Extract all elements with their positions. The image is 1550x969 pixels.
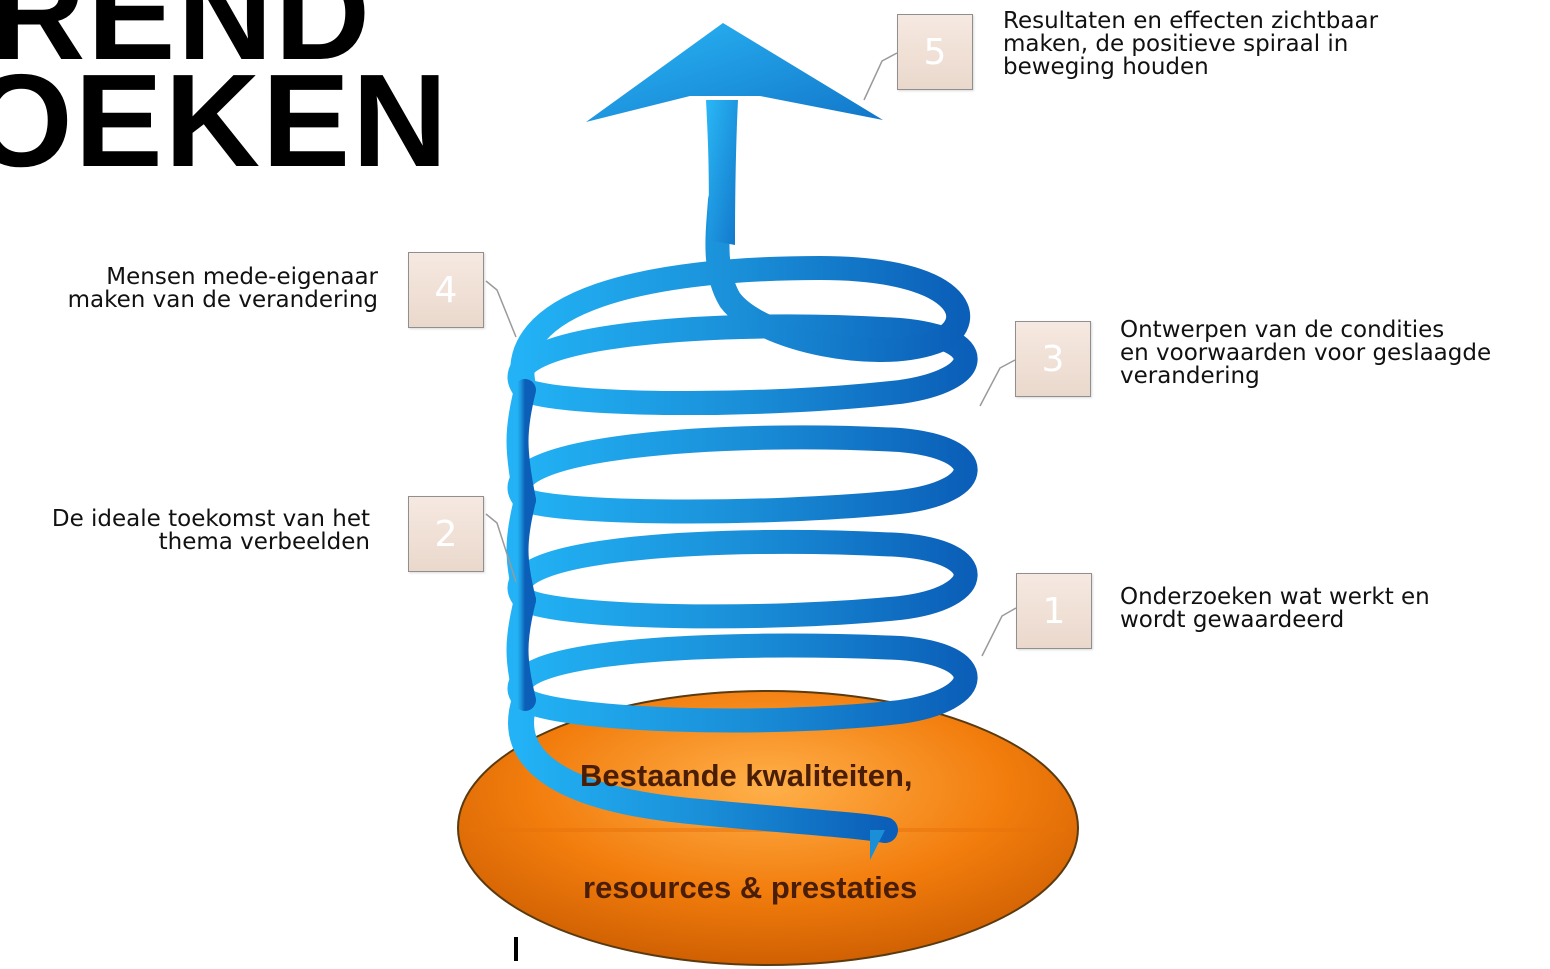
step-3-box: 3 <box>1015 321 1091 397</box>
step-2-text: De ideale toekomst van het thema verbeel… <box>51 506 370 555</box>
spiral-arrow-head <box>586 23 883 245</box>
step-1-box: 1 <box>1016 573 1092 649</box>
step-2-number: 2 <box>434 513 458 555</box>
base-label-line2: resources & prestaties <box>583 870 918 905</box>
step-5-text: Resultaten en effecten zichtbaar maken, … <box>1003 8 1379 80</box>
step-2-box: 2 <box>408 496 484 572</box>
page-title-line1: REND <box>0 0 373 87</box>
step-4-number: 4 <box>434 269 458 311</box>
step-1-number: 1 <box>1042 590 1066 632</box>
step-3-number: 3 <box>1041 338 1065 380</box>
step-3-text: Ontwerpen van de condities en voorwaarde… <box>1120 317 1492 389</box>
text-cursor <box>514 937 518 961</box>
callout-connectors <box>485 52 1017 657</box>
page-title-line2: OEKEN <box>0 47 450 194</box>
step-5-number: 5 <box>923 31 947 73</box>
spiral-ribbon <box>506 188 978 860</box>
step-4-box: 4 <box>408 252 484 328</box>
step-4-text: Mensen mede-eigenaar maken van de verand… <box>67 264 378 313</box>
step-1-text: Onderzoeken wat werkt en wordt gewaardee… <box>1120 584 1430 633</box>
base-label-line1: Bestaande kwaliteiten, <box>580 758 913 793</box>
step-5-box: 5 <box>897 14 973 90</box>
